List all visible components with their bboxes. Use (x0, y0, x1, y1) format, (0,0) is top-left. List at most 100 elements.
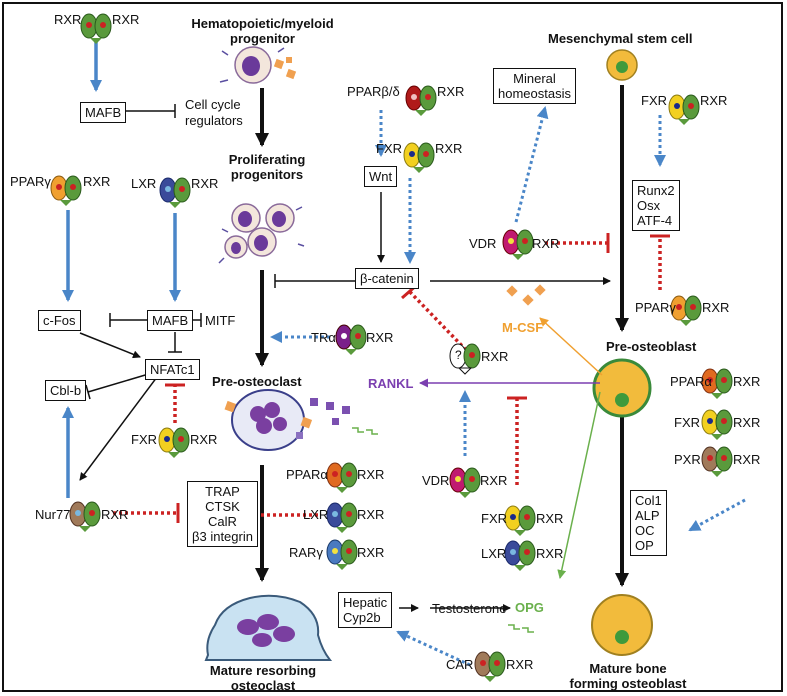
title-mature-osteoblast-line2: forming osteoblast (569, 676, 687, 691)
car-label: CAR (446, 657, 474, 672)
mineral-line1: Mineral (513, 71, 556, 86)
box-cfos: c-Fos (38, 310, 81, 331)
label-mitf: MITF (205, 313, 236, 328)
hepatic-line2: Cyp2b (343, 610, 381, 625)
title-msc: Mesenchymal stem cell (548, 31, 693, 46)
title-preosteoblast: Pre-osteoblast (606, 339, 697, 354)
title-proliferating-line2: progenitors (230, 167, 304, 182)
box-runx2-osx-atf4: Runx2 Osx ATF-4 (632, 180, 680, 231)
label-opg: OPG (515, 600, 544, 615)
rxr-label-lxr-left: RXR (191, 176, 219, 191)
runx-line2: Osx (637, 198, 661, 213)
runx-line3: ATF-4 (637, 213, 673, 228)
ppar-bd-dimer (405, 85, 437, 116)
lxr-label-left: LXR (131, 176, 157, 191)
title-mature-osteoclast-line1: Mature resorbing (209, 663, 317, 678)
lxr-dimer-left (159, 177, 191, 208)
vdr-dimer-top (502, 229, 534, 260)
hematopoietic-progenitor-cell (219, 46, 297, 84)
mineral-line2: homeostasis (498, 86, 571, 101)
ppar-gamma-label-right: PPARγ (635, 300, 676, 315)
lxr-dimer-bottom (504, 540, 536, 571)
fxr-dimer-right (668, 94, 700, 125)
tra-dimer (335, 324, 367, 355)
title-hematopoietic: Hematopoietic/myeloid progenitor (180, 16, 345, 46)
trap-line1: TRAP (205, 484, 240, 499)
opg-signal (508, 391, 601, 633)
mature-osteoclast-cell (204, 594, 333, 661)
rxr-label-car: RXR (506, 657, 534, 672)
box-wnt: Wnt (364, 166, 398, 187)
rxr-label-top-right: RXR (112, 12, 140, 27)
fxr-dimer-bottom (504, 505, 536, 536)
box-nfatc1: NFATc1 (145, 359, 200, 380)
rxr-label-fxr-center: RXR (435, 141, 463, 156)
ppar-bd-label: PPARβ/δ (347, 84, 400, 99)
blue-activation-arrows (62, 40, 746, 667)
vdr-label-bottom: VDR (422, 473, 450, 488)
preosteoclast-cell (224, 389, 313, 451)
box-hepatic-cyp2b: Hepatic Cyp2b (338, 592, 393, 628)
ppar-alpha-label-right: PPARα (670, 374, 712, 389)
unknown-receptor-label: ? (455, 348, 462, 362)
title-preosteoclast: Pre-osteoclast (212, 374, 302, 389)
mature-osteoblast-cell (591, 594, 653, 656)
col-line1: Col1 (635, 493, 662, 508)
col-line4: OP (635, 538, 654, 553)
rxr-label-ppar-bd: RXR (437, 84, 465, 99)
label-rankl: RANKL (368, 376, 414, 391)
box-mafb-mid: MAFB (147, 310, 194, 331)
pxr-dimer (701, 446, 733, 477)
fxr-dimer-left (158, 427, 190, 458)
lxr-label-center: LXR (303, 507, 329, 522)
rxr-label-nur77: RXR (101, 507, 129, 522)
rxr-label-ppar-gamma-left: RXR (83, 174, 111, 189)
pxr-label: PXR (674, 452, 701, 467)
rxr-label-pxr: RXR (733, 452, 761, 467)
cell-cycle-line1: Cell cycle (185, 97, 241, 112)
vdr-label-top: VDR (469, 236, 497, 251)
title-mature-osteoblast: Mature bone forming osteoblast (563, 661, 693, 691)
title-mature-osteoclast: Mature resorbing osteoclast (198, 663, 328, 693)
rxr-label-tra: RXR (366, 330, 394, 345)
rankl-signal (310, 378, 600, 435)
title-proliferating: Proliferating progenitors (212, 152, 322, 182)
rxr-rxr-dimer-top (80, 13, 112, 44)
rxr-label-ppar-gamma-right: RXR (702, 300, 730, 315)
rxr-label-fxr-bottom: RXR (536, 511, 564, 526)
rxr-label-vdr-top: RXR (532, 236, 560, 251)
rxr-label-lxr-bottom: RXR (536, 546, 564, 561)
box-cblb: Cbl-b (45, 380, 87, 401)
cell-cycle-line2: regulators (185, 113, 243, 128)
vdr-dimer-bottom (449, 467, 481, 498)
box-mafb-top: MAFB (80, 102, 127, 123)
box-col1-alp: Col1 ALP OC OP (630, 490, 667, 556)
fxr-label-far-right: FXR (674, 415, 700, 430)
rxr-label-fxr-left: RXR (190, 432, 218, 447)
box-trap-ctsk: TRAP CTSK CalR β3 integrin (187, 481, 258, 547)
col-line2: ALP (635, 508, 660, 523)
lxr-dimer-center (326, 502, 358, 533)
title-mature-osteoblast-line1: Mature bone (589, 661, 667, 676)
box-bcatenin: β-catenin (355, 268, 419, 289)
trap-line3: CalR (208, 514, 237, 529)
rxr-label-vdr-bottom: RXR (480, 473, 508, 488)
lxr-label-bottom: LXR (481, 546, 507, 561)
fxr-dimer-far-right (701, 409, 733, 440)
rxr-label-fxr-far-right: RXR (733, 415, 761, 430)
fxr-label-right: FXR (641, 93, 667, 108)
mesenchymal-stem-cell (606, 49, 638, 81)
trap-line4: β3 integrin (192, 529, 253, 544)
car-dimer (474, 651, 506, 682)
rar-gamma-label: RARγ (289, 545, 323, 560)
label-cell-cycle-regulators: Cell cycle regulators (185, 97, 243, 129)
nur77-dimer (69, 501, 101, 532)
unknown-dimer (449, 343, 481, 375)
ppar-gamma-dimer-right (670, 295, 702, 326)
box-mineral-homeostasis: Mineral homeostasis (493, 68, 576, 104)
rxr-label-ppar-alpha-right: RXR (733, 374, 761, 389)
col-line3: OC (635, 523, 655, 538)
ppar-gamma-label-left: PPARγ (10, 174, 51, 189)
